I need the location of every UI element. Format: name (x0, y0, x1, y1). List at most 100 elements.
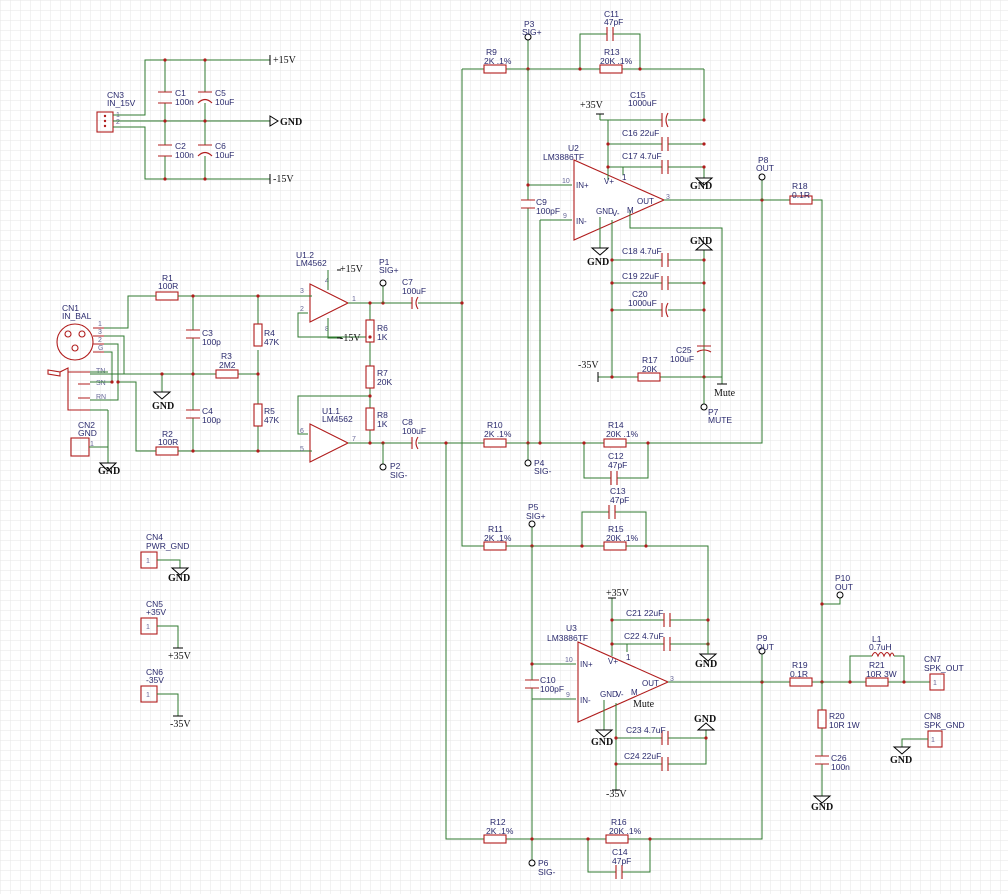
svg-text:IN-: IN- (580, 696, 591, 705)
svg-text:IN+: IN+ (580, 660, 593, 669)
cn4-ref: CN4 (146, 532, 163, 542)
r19-resistor[interactable] (789, 677, 813, 687)
r7-resistor[interactable] (365, 365, 375, 389)
p9-testpoint[interactable] (758, 647, 766, 655)
r5-resistor[interactable] (253, 403, 263, 427)
power-input-section: CN3 IN_15V 1 2 C1 100n C2 100n C5 10uF C… (96, 55, 302, 185)
neg15-label: -15V (273, 174, 294, 185)
r8-ref: R8 (377, 410, 388, 420)
svg-text:10: 10 (565, 657, 573, 664)
c22-ref: C22 4.7uF (624, 631, 664, 641)
u1-1-ref: U1.1 (322, 406, 340, 416)
svg-text:V-: V- (616, 690, 624, 699)
c2-value: 100n (175, 150, 194, 160)
r6-resistor[interactable] (365, 319, 375, 343)
l1-value: 0.7uH (869, 642, 892, 652)
svg-text:3: 3 (98, 329, 102, 336)
r7-ref: R7 (377, 368, 388, 378)
power-connectors-section: 1 CN4 PWR_GND GND 1 CN5 +35V +35V 1 CN6 … (140, 532, 192, 730)
c25-value: 100uF (670, 354, 694, 364)
r21-resistor[interactable] (865, 677, 889, 687)
cn6-neg35: -35V (170, 719, 191, 730)
top-neg35: -35V (578, 360, 599, 371)
p10-testpoint[interactable] (836, 591, 844, 599)
svg-text:2: 2 (300, 306, 304, 313)
p1-testpoint[interactable] (379, 279, 387, 287)
p3-ref: P3 (524, 19, 535, 29)
p9-ref: P9 (757, 633, 768, 643)
r17-value: 20K (642, 364, 657, 374)
svg-text:5: 5 (300, 446, 304, 453)
xlr-connector[interactable] (56, 323, 94, 361)
r2-resistor[interactable] (155, 446, 179, 456)
r21-ref: R21 (869, 660, 885, 670)
c15-ref: C15 (630, 90, 646, 100)
r3-resistor[interactable] (215, 369, 239, 379)
p2-ref: P2 (390, 461, 401, 471)
l1-inductor[interactable] (871, 651, 895, 658)
cn4-gnd: GND (168, 573, 190, 584)
r7-value: 20K (377, 377, 392, 387)
r15-resistor[interactable] (603, 541, 627, 551)
r5-ref: R5 (264, 406, 275, 416)
svg-text:1: 1 (98, 321, 102, 328)
c1-ref: C1 (175, 88, 186, 98)
r20-resistor[interactable] (817, 709, 827, 729)
r11-resistor[interactable] (483, 541, 507, 551)
c19-ref: C19 22uF (622, 271, 659, 281)
r9-value: 2K .1% (484, 56, 512, 66)
r1-resistor[interactable] (155, 291, 179, 301)
r4-resistor[interactable] (253, 323, 263, 347)
u3-value: LM3886TF (547, 633, 588, 643)
u1-2-opamp[interactable] (309, 283, 350, 323)
r9-resistor[interactable] (483, 64, 507, 74)
r13-resistor[interactable] (599, 64, 623, 74)
r14-ref: R14 (608, 420, 624, 430)
r10-resistor[interactable] (483, 438, 507, 448)
r18-resistor[interactable] (789, 195, 813, 205)
top-gnd2: GND (587, 257, 609, 268)
svg-text:M: M (631, 688, 638, 697)
p4-testpoint[interactable] (524, 459, 532, 467)
r17-resistor[interactable] (637, 372, 661, 382)
c6-value: 10uF (215, 150, 234, 160)
p4-value: SIG- (534, 466, 552, 476)
cn7-connector[interactable] (929, 673, 945, 691)
p7-testpoint[interactable] (700, 403, 708, 411)
svg-text:3: 3 (300, 288, 304, 295)
p6-testpoint[interactable] (528, 859, 536, 867)
svg-text:M: M (627, 206, 634, 215)
r19-ref: R19 (792, 660, 808, 670)
p8-testpoint[interactable] (758, 173, 766, 181)
r14-resistor[interactable] (603, 438, 627, 448)
c10-value: 100pF (540, 684, 564, 694)
c8-ref: C8 (402, 417, 413, 427)
r12-resistor[interactable] (483, 834, 507, 844)
trs-jack[interactable] (59, 367, 90, 411)
input-gnd-label: GND (98, 466, 120, 477)
c23-ref: C23 4.7uF (626, 725, 666, 735)
p5-testpoint[interactable] (528, 520, 536, 528)
r16-resistor[interactable] (605, 834, 629, 844)
cn2-value: GND (78, 428, 97, 438)
p7-ref: P7 (708, 407, 719, 417)
c12-ref: C12 (608, 451, 624, 461)
p6-ref: P6 (538, 858, 549, 868)
c13-ref: C13 (610, 486, 626, 496)
u2-power-amp[interactable] (573, 159, 666, 241)
bot-pos35: +35V (606, 588, 630, 599)
r8-resistor[interactable] (365, 407, 375, 431)
r18-ref: R18 (792, 181, 808, 191)
u1-1-opamp[interactable] (309, 423, 350, 463)
cn3-connector[interactable] (96, 111, 114, 133)
svg-text:7: 7 (352, 436, 356, 443)
r6-value: 1K (377, 332, 388, 342)
p2-testpoint[interactable] (379, 463, 387, 471)
spk-gnd: GND (890, 755, 912, 766)
svg-text:1: 1 (933, 680, 937, 687)
svg-text:OUT: OUT (637, 197, 654, 206)
u3-power-amp[interactable] (577, 641, 670, 723)
r12-value: 2K .1% (486, 826, 514, 836)
c24-ref: C24 22uF (624, 751, 661, 761)
p3-testpoint[interactable] (524, 33, 532, 41)
